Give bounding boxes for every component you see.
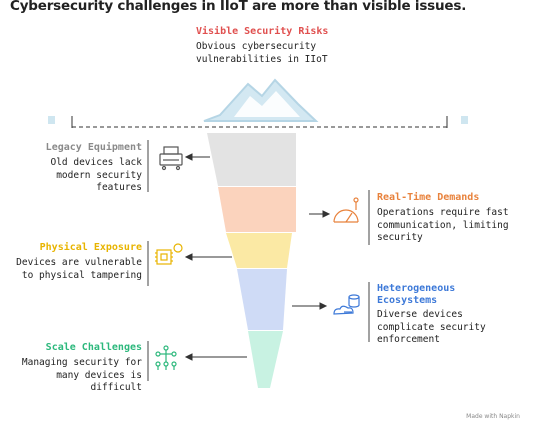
iceberg-tip	[203, 78, 319, 122]
legacy-title: Legacy Equipment	[45, 142, 142, 153]
page-title: Cybersecurity challenges in IIoT are mor…	[10, 0, 467, 14]
tip-title: Visible Security Risks	[196, 26, 329, 37]
scale-title: Scale Challenges	[45, 342, 142, 353]
hetero-desc: Diverse devices complicate security enfo…	[377, 309, 486, 345]
water-marker-right	[461, 116, 468, 124]
realtime-desc: Operations require fast communication, l…	[377, 207, 509, 243]
printer-icon	[159, 146, 183, 171]
layer-legacy	[207, 133, 296, 186]
chip-icon	[155, 243, 183, 265]
network-people-icon	[155, 345, 177, 370]
realtime-title: Real-Time Demands	[377, 192, 480, 203]
layer-scale	[248, 331, 283, 388]
water-marker-left	[48, 116, 55, 124]
layer-physical	[226, 233, 292, 268]
database-cloud-icon	[333, 294, 360, 315]
gauge-icon	[333, 197, 359, 223]
physical-title: Physical Exposure	[39, 242, 142, 253]
napkin-credit: Made with Napkin	[466, 413, 520, 420]
tip-desc: Obvious cybersecurity vulnerabilities in…	[196, 41, 328, 65]
hetero-title: Heterogeneous Ecosystems	[377, 283, 456, 306]
legacy-desc: Old devices lack modern security feature…	[50, 157, 142, 193]
scale-desc: Managing security for many devices is di…	[21, 357, 142, 393]
layer-hetero	[237, 269, 287, 330]
layer-realtime	[218, 187, 296, 232]
physical-desc: Devices are vulnerable to physical tampe…	[16, 257, 142, 281]
